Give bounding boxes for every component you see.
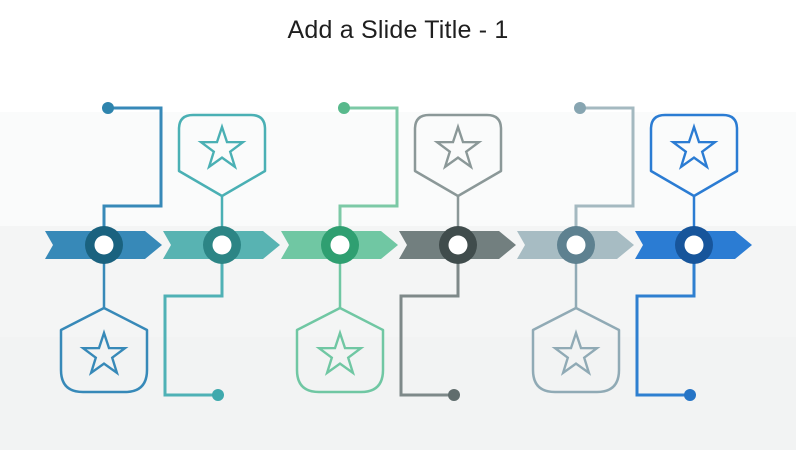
star-icon (197, 123, 247, 170)
badge-shield (649, 113, 739, 198)
connector-endpoint-dot (448, 389, 460, 401)
badge-shield (295, 306, 385, 394)
timeline-node-center (212, 235, 232, 255)
connector-line (574, 106, 635, 246)
connector-endpoint-dot (102, 102, 114, 114)
star-icon (79, 329, 129, 376)
connector-line (399, 244, 460, 397)
timeline-node-center (448, 235, 468, 255)
connector-line (163, 244, 224, 397)
badge-shield (59, 306, 149, 394)
star-icon (669, 123, 719, 170)
connector-endpoint-dot (212, 389, 224, 401)
star-icon (433, 123, 483, 170)
timeline-node-center (330, 235, 350, 255)
connector-line (635, 244, 696, 397)
timeline-node-center (684, 235, 704, 255)
slide-title: Add a Slide Title - 1 (287, 16, 509, 44)
connector-line (102, 106, 163, 246)
badge-shield (413, 113, 503, 198)
star-icon (315, 329, 365, 376)
timeline-node-center (566, 235, 586, 255)
background-band (0, 0, 796, 112)
timeline-node-center (94, 235, 114, 255)
badge-shield (177, 113, 267, 198)
badge-shield (531, 306, 621, 394)
connector-endpoint-dot (684, 389, 696, 401)
connector-endpoint-dot (574, 102, 586, 114)
connector-endpoint-dot (338, 102, 350, 114)
connector-line (338, 106, 399, 246)
star-icon (551, 329, 601, 376)
